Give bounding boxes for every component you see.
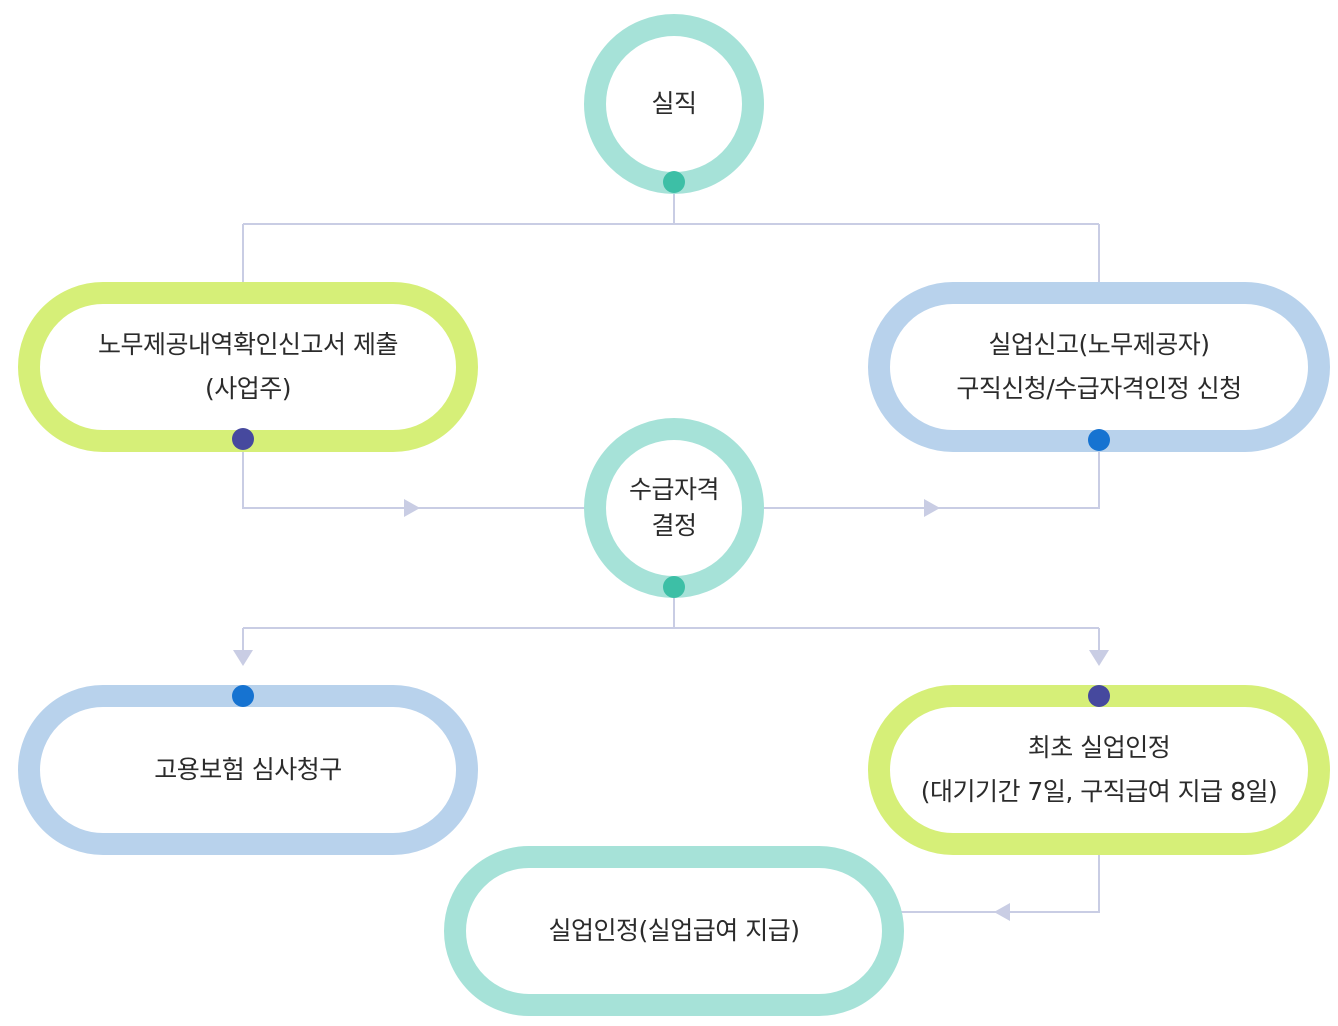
arrow-right-right [924,499,940,517]
connector-job-loss-split [242,184,1100,292]
connector-dot [1088,685,1110,707]
connector-dot [232,428,254,450]
node-review-request-text: 고용보험 심사청구 [154,755,342,784]
connector-decision-split [242,588,1100,660]
connector-worker-to-decision [752,440,1100,509]
arrow-right-left [404,499,420,517]
connector-employer-to-decision [242,440,595,509]
node-first-recognition-line-1: 최초 실업인정 [1027,733,1171,762]
arrow-down-right [1089,650,1109,666]
arrow-down-left [233,650,253,666]
node-eligibility-decision: 수급자격 결정 [584,418,764,598]
connector-recognition-to-payment [894,846,1100,913]
node-employer-report: 노무제공내역확인신고서 제출 (사업주) [18,282,478,452]
node-worker-report: 실업신고(노무제공자) 구직신청/수급자격인정 신청 [868,282,1330,452]
node-recognition-payment-text: 실업인정(실업급여 지급) [548,916,800,945]
connector-dot [663,576,685,598]
connector-dot [232,685,254,707]
connector-dot [663,171,685,193]
node-first-recognition: 최초 실업인정 (대기기간 7일, 구직급여 지급 8일) [868,685,1330,855]
node-review-request: 고용보험 심사청구 [18,685,478,855]
arrow-left-bottom [994,903,1010,921]
node-first-recognition-line-2: (대기기간 7일, 구직급여 지급 8일) [920,777,1278,806]
node-worker-report-line-1: 실업신고(노무제공자) [988,330,1210,359]
connector-dot [1088,429,1110,451]
node-job-loss: 실직 [584,14,764,194]
node-job-loss-text: 실직 [651,89,697,118]
node-recognition-payment: 실업인정(실업급여 지급) [444,846,904,1016]
node-worker-report-line-2: 구직신청/수급자격인정 신청 [956,374,1242,403]
node-eligibility-decision-line-2: 결정 [651,511,697,540]
node-employer-report-line-1: 노무제공내역확인신고서 제출 [98,330,398,359]
node-eligibility-decision-line-1: 수급자격 [628,475,720,504]
node-employer-report-line-2: (사업주) [204,374,292,403]
